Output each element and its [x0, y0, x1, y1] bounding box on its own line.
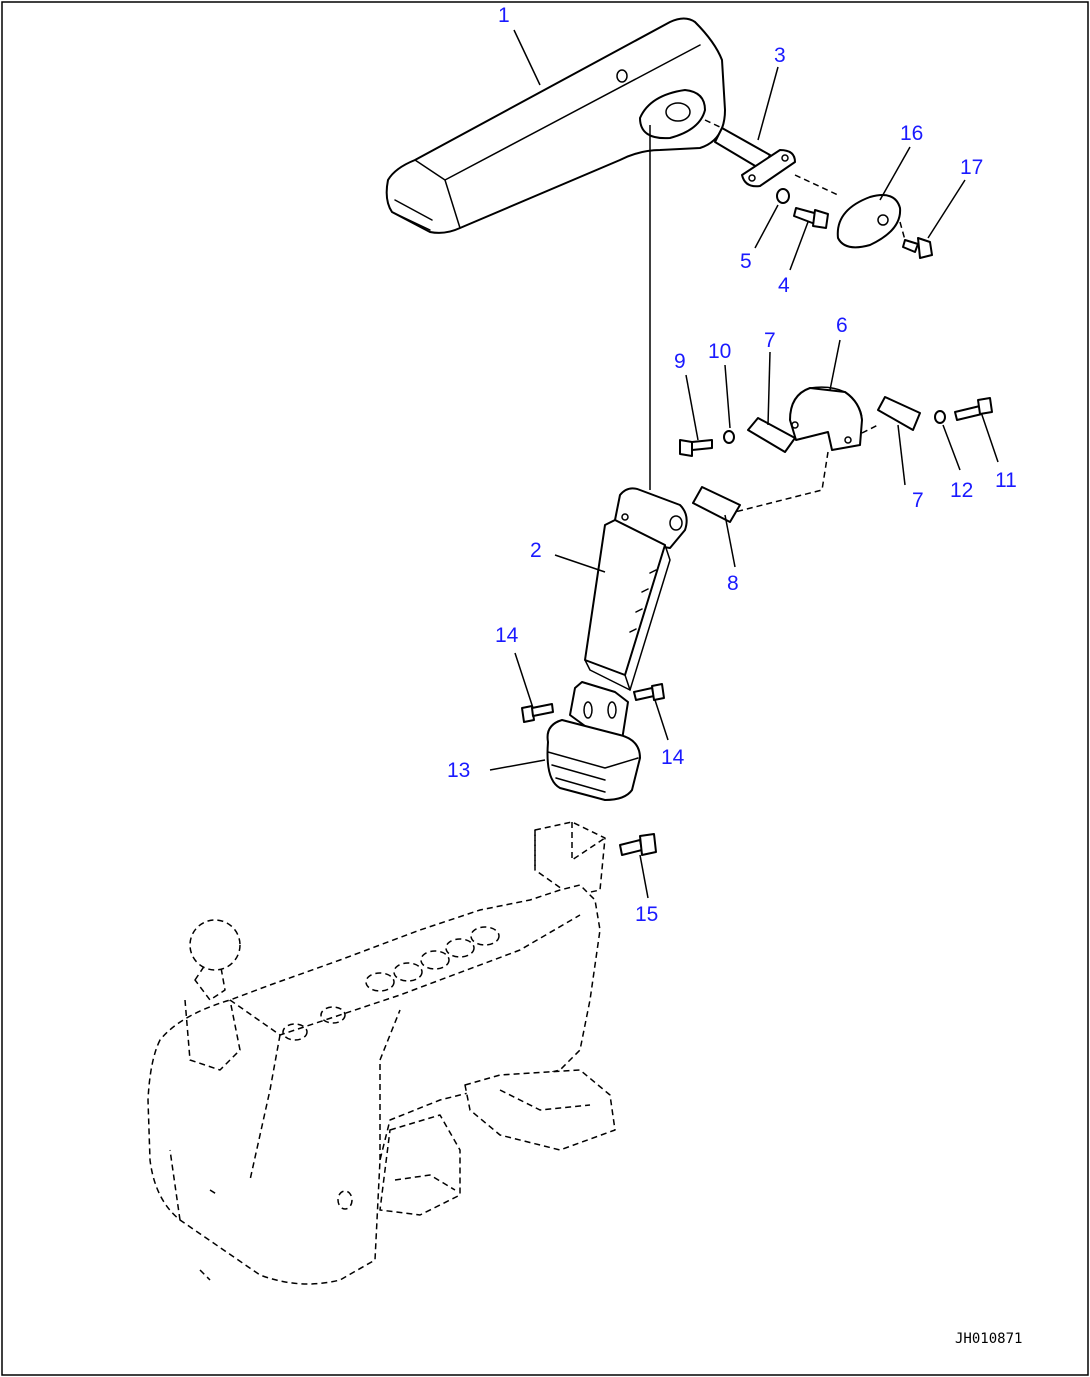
callout-6: 6 [836, 314, 848, 337]
alignment-line [794, 174, 839, 196]
pin-plate-part-3 [714, 127, 796, 188]
callout-9: 9 [674, 350, 686, 373]
callout-12: 12 [950, 479, 973, 502]
callout-10: 10 [708, 340, 731, 363]
washer-part-5 [776, 188, 790, 204]
support-column-part-2 [584, 487, 688, 691]
alignment-line [704, 119, 723, 129]
bolt-part-11 [954, 397, 993, 421]
diagram-code: JH010871 [955, 1331, 1022, 1347]
callout-14-lower: 14 [661, 746, 685, 769]
leader-lines [489, 29, 999, 899]
bolt-part-9 [679, 439, 713, 457]
bracket-part-6 [789, 386, 863, 451]
plate-part-7-right [877, 396, 921, 431]
bolt-part-14-left [521, 703, 554, 723]
plate-part-7-left [747, 417, 796, 453]
callout-3: 3 [774, 44, 786, 67]
armrest-part-1 [385, 17, 726, 234]
callout-2: 2 [530, 539, 542, 562]
boot-part-13 [546, 681, 641, 801]
alignment-line [899, 221, 906, 241]
screw-part-17 [902, 237, 933, 259]
callout-4: 4 [778, 274, 790, 297]
cover-part-16 [836, 194, 902, 249]
washer-part-12 [934, 410, 946, 424]
callout-8: 8 [727, 572, 739, 595]
washer-part-10 [723, 430, 735, 444]
callout-1: 1 [498, 4, 510, 27]
alignment-line [861, 424, 879, 434]
callout-7-upper: 7 [764, 329, 776, 352]
callout-7-lower: 7 [912, 489, 924, 512]
callout-15: 15 [635, 903, 658, 926]
plate-part-8 [692, 486, 741, 523]
callout-16: 16 [900, 122, 923, 145]
console-phantom [147, 821, 616, 1285]
callout-5: 5 [740, 250, 752, 273]
bolt-part-14-right [633, 683, 665, 701]
bolt-part-15 [619, 833, 657, 856]
bolt-part-4 [793, 207, 829, 229]
callout-13: 13 [447, 759, 470, 782]
callout-11: 11 [995, 469, 1017, 492]
callout-17: 17 [960, 156, 983, 179]
alignment-line [734, 451, 829, 513]
callout-14-upper: 14 [495, 624, 519, 647]
